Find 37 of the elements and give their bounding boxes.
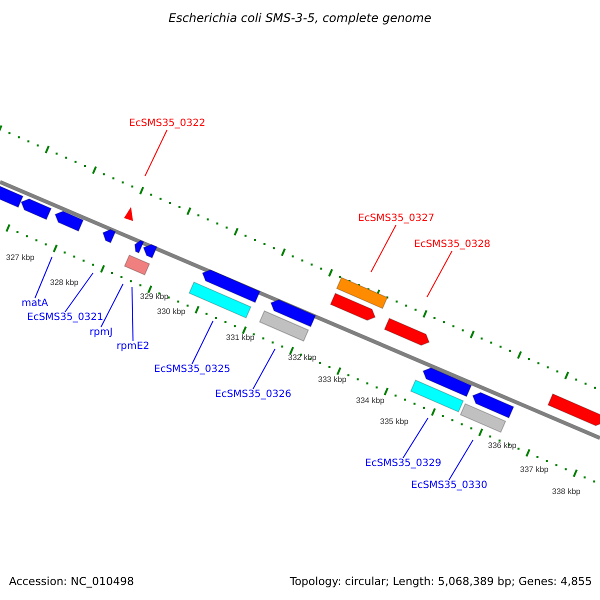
leader-line [144, 130, 168, 176]
scale-label: 332 kbp [288, 354, 316, 362]
leader-line [448, 440, 474, 480]
gene-label: EcSMS35_0326 [215, 390, 292, 400]
title: Escherichia coli SMS-3-5, complete genome [168, 12, 432, 24]
gene-label: rpmE2 [116, 342, 150, 352]
leader-line [100, 284, 124, 328]
scale-label: 328 kbp [50, 279, 78, 287]
leader-line [34, 256, 52, 298]
gene-label: EcSMS35_0329 [365, 459, 442, 469]
scale-label: 338 kbp [552, 488, 580, 496]
gene-label: EcSMS35_0330 [411, 481, 488, 491]
leader-line [192, 320, 214, 364]
leader-line [252, 348, 276, 390]
footer-note: Accession: NC_010498 [9, 576, 134, 587]
leader-line [64, 272, 94, 312]
scale-label: 331 kbp [226, 334, 254, 342]
gene-label: EcSMS35_0325 [154, 365, 230, 375]
scale-label: 336 kbp [488, 442, 516, 450]
gene-label: EcSMS35_0321 [27, 313, 104, 323]
leader-line [402, 418, 428, 458]
gene-label: EcSMS35_0327 [358, 214, 434, 224]
scale-label: 333 kbp [318, 376, 346, 384]
footer-note: Topology: circular; Length: 5,068,389 bp; Genes: 4,855 [290, 576, 592, 587]
gene-label: EcSMS35_0322 [129, 119, 206, 129]
scale-label: 335 kbp [380, 418, 408, 426]
scale-label: 334 kbp [356, 397, 384, 405]
scale-label: 337 kbp [520, 466, 548, 474]
leader-line [132, 286, 134, 342]
gene-label: EcSMS35_0328 [414, 240, 490, 250]
scale-label: 330 kbp [157, 308, 186, 316]
gene-label: matA [22, 299, 48, 309]
leader-line [370, 224, 396, 272]
leader-line [426, 250, 452, 298]
scale-label: 327 kbp [6, 254, 34, 262]
gene-label: rpmJ [90, 328, 113, 338]
scale-label: 329 kbp [140, 293, 168, 301]
